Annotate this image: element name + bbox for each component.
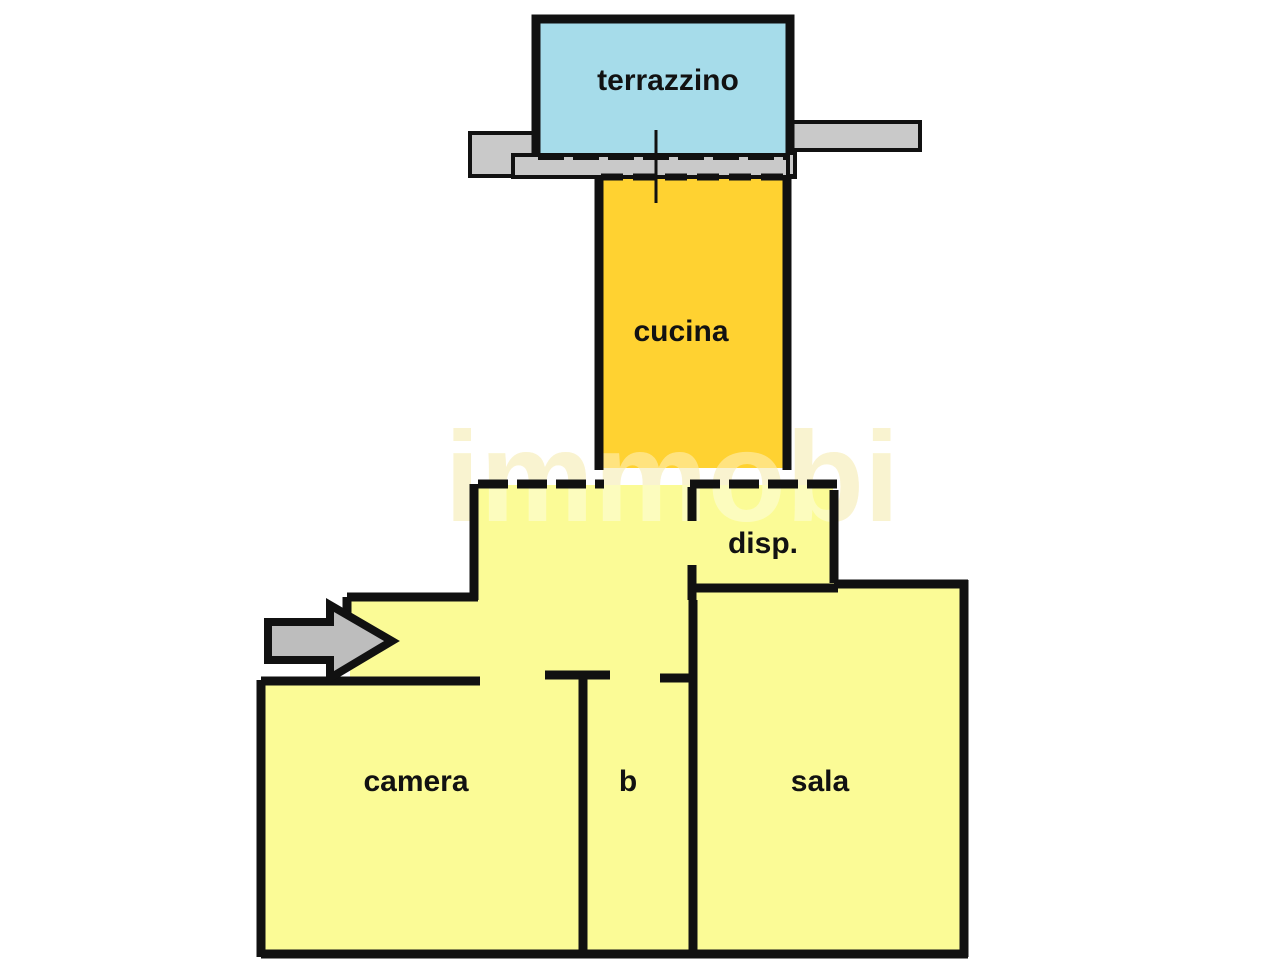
room-fill-cucina bbox=[602, 178, 785, 468]
room-label-disp: disp. bbox=[728, 527, 798, 560]
watermark-overlay-text: immobi bbox=[444, 406, 899, 549]
entrance-arrow bbox=[264, 598, 400, 686]
wall-group bbox=[256, 14, 969, 959]
room-label-camera: camera bbox=[363, 765, 468, 798]
room-label-sala: sala bbox=[791, 765, 850, 798]
room-label-terrazzino: terrazzino bbox=[597, 64, 739, 97]
watermark-overlay-group: immobi bbox=[444, 406, 899, 549]
ledge-right bbox=[786, 120, 922, 178]
room-label-b: b bbox=[619, 765, 637, 798]
room-fill-hall bbox=[265, 485, 968, 955]
room-labels-group: terrazzino cucina disp. camera b sala bbox=[363, 64, 849, 798]
room-label-cucina: cucina bbox=[633, 315, 728, 348]
entrance-arrow-shape bbox=[264, 598, 400, 686]
wall-terrace-outline bbox=[531, 14, 795, 155]
room-fill-terrazzino bbox=[538, 20, 788, 157]
